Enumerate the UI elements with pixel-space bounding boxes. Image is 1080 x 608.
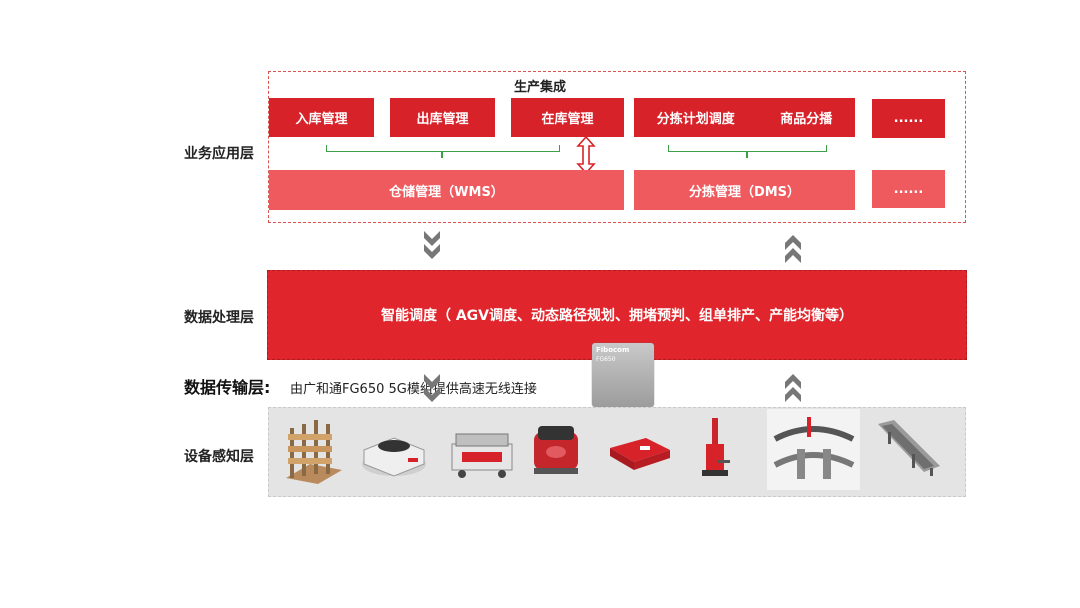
module-outbound: 出库管理 bbox=[390, 98, 495, 137]
conveyor-icon bbox=[878, 420, 940, 476]
module-goods-distribution: 商品分播 bbox=[780, 112, 833, 127]
dms-bracket bbox=[668, 145, 827, 152]
module-brand: Fibocom bbox=[596, 346, 630, 354]
frame-title: 生产集成 bbox=[513, 80, 566, 95]
up-arrow-icon bbox=[785, 235, 801, 263]
layer-label-application: 业务应用层 bbox=[184, 146, 254, 162]
module-more: ...... bbox=[872, 99, 945, 138]
module-sorting-group: 分拣计划调度 商品分播 bbox=[634, 98, 855, 137]
sorting-robot-icon bbox=[362, 437, 426, 477]
layer-label-processing: 数据处理层 bbox=[184, 310, 254, 326]
up-arrow-icon bbox=[785, 374, 801, 402]
fg650-module-image: Fibocom FG650 bbox=[592, 343, 654, 407]
system-dms: 分拣管理（DMS） bbox=[634, 170, 855, 210]
transmission-title: 数据传输层: bbox=[184, 378, 271, 397]
agv-robot-icon bbox=[534, 426, 578, 474]
down-arrow-icon bbox=[424, 231, 440, 259]
wms-bracket-stem bbox=[441, 151, 443, 158]
shelving-rack-icon bbox=[286, 420, 342, 484]
layer-label-device: 设备感知层 bbox=[184, 449, 254, 465]
application-frame bbox=[268, 71, 966, 223]
sorting-line-icon bbox=[767, 409, 860, 490]
automated-cart-icon bbox=[451, 433, 513, 478]
wms-bracket bbox=[326, 145, 560, 152]
flat-agv-icon bbox=[610, 438, 670, 470]
system-more: ...... bbox=[872, 170, 945, 208]
module-sorting-plan: 分拣计划调度 bbox=[656, 112, 735, 127]
module-inbound: 入库管理 bbox=[269, 98, 374, 137]
module-model: FG650 bbox=[596, 356, 616, 363]
module-inventory: 在库管理 bbox=[511, 98, 624, 137]
dms-bracket-stem bbox=[746, 151, 748, 158]
transmission-description: 由广和通FG650 5G模组提供高速无线连接 bbox=[290, 382, 537, 397]
bidirectional-arrow-icon bbox=[576, 136, 596, 174]
forklift-agv-icon bbox=[702, 418, 730, 476]
down-arrow-icon bbox=[424, 374, 440, 402]
system-wms: 仓储管理（WMS） bbox=[269, 170, 624, 210]
